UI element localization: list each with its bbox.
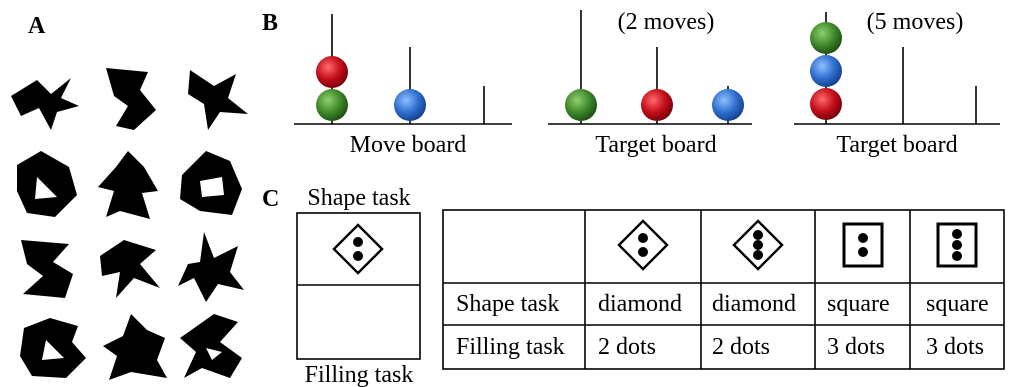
cell-shape: diamond <box>598 291 682 317</box>
panel-label-a: A <box>28 13 46 39</box>
dot-icon <box>952 229 962 239</box>
move-board-balls <box>316 56 426 121</box>
tangram-grid <box>11 68 248 380</box>
left-top-label: Shape task <box>307 185 410 211</box>
red-ball <box>810 88 842 120</box>
square-icon <box>842 222 884 268</box>
cell-filling: 3 dots <box>926 334 984 360</box>
dot-icon <box>858 233 868 243</box>
green-ball <box>810 22 842 54</box>
dot-icon <box>353 237 363 247</box>
diamond-icon <box>617 219 669 271</box>
cell-filling: 3 dots <box>827 334 885 360</box>
tangram-silhouette-icon <box>178 232 244 302</box>
blue-ball <box>810 55 842 87</box>
dot-icon <box>353 251 363 261</box>
dot-icon <box>753 230 763 240</box>
tangram-silhouette-icon <box>20 318 86 378</box>
tangram-silhouette-icon <box>98 151 158 219</box>
left-bottom-label: Filling task <box>305 362 414 387</box>
red-ball <box>316 56 348 88</box>
square-icon <box>936 222 978 268</box>
dot-icon <box>638 233 648 243</box>
board-caption: Move board <box>350 132 467 158</box>
moves-label: (5 moves) <box>867 9 964 35</box>
target-board-2-balls <box>810 22 842 120</box>
target-board-1-balls <box>565 89 744 121</box>
row-header-shape: Shape task <box>456 291 559 317</box>
blue-ball <box>394 89 426 121</box>
cell-shape: diamond <box>712 291 796 317</box>
tangram-silhouette-icon <box>188 70 248 130</box>
tangram-silhouette-icon <box>17 151 77 217</box>
diamond-icon <box>332 223 384 275</box>
tangram-silhouette-icon <box>180 314 242 378</box>
dot-icon <box>753 250 763 260</box>
red-ball <box>641 89 673 121</box>
panel-label-c: C <box>262 186 279 212</box>
dot-icon <box>952 251 962 261</box>
tangram-silhouette-icon <box>180 151 242 215</box>
dot-icon <box>638 247 648 257</box>
cell-shape: square <box>926 291 989 317</box>
row-header-filling: Filling task <box>456 334 565 360</box>
moves-label: (2 moves) <box>618 9 715 35</box>
task-table <box>442 209 1005 370</box>
tangram-silhouette-icon <box>103 314 167 380</box>
tangram-silhouette-icon <box>106 68 156 130</box>
dot-icon <box>952 240 962 250</box>
dot-icon <box>753 240 763 250</box>
green-ball <box>316 89 348 121</box>
tangram-silhouette-icon <box>100 240 160 298</box>
green-ball <box>565 89 597 121</box>
cell-filling: 2 dots <box>712 334 770 360</box>
left-box <box>296 212 421 360</box>
board-caption: Target board <box>595 132 716 158</box>
panel-label-b: B <box>262 10 278 36</box>
cell-shape: square <box>827 291 890 317</box>
tangram-silhouette-icon <box>11 78 79 130</box>
board-caption: Target board <box>836 132 957 158</box>
dot-icon <box>858 247 868 257</box>
cell-filling: 2 dots <box>598 334 656 360</box>
diamond-icon <box>732 219 784 271</box>
blue-ball <box>712 89 744 121</box>
tangram-silhouette-icon <box>21 240 73 298</box>
